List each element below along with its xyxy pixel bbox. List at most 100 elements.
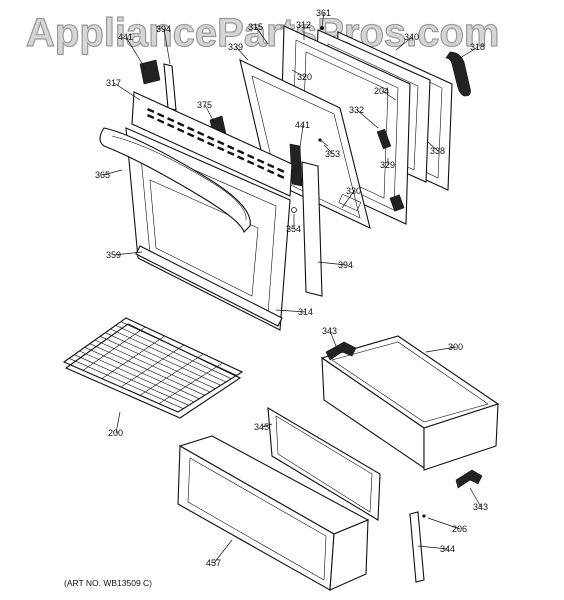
leader-line — [235, 46, 249, 61]
leader-line — [317, 261, 347, 266]
part-number-label: 345 — [254, 422, 269, 432]
part-number-label: 338 — [430, 146, 445, 156]
part-number-label: 359 — [106, 250, 121, 260]
part-number-label: 343 — [322, 326, 337, 336]
part-number-label: 317 — [106, 78, 121, 88]
callout-317: 317 — [106, 78, 141, 101]
callout-394b: 394 — [317, 260, 353, 270]
part-number-label: 200 — [108, 428, 123, 438]
leader-line — [459, 46, 479, 59]
leader-line — [329, 330, 337, 347]
door-support-394-right — [301, 161, 323, 297]
callout-441b: 441 — [295, 120, 310, 149]
callout-338: 338 — [427, 141, 445, 156]
part-number-label: 354 — [286, 224, 301, 234]
callout-353: 353 — [323, 144, 340, 159]
door-handle-365 — [99, 127, 251, 234]
callout-314: 314 — [275, 307, 313, 317]
leader-line — [163, 28, 171, 65]
callout-365: 365 — [95, 169, 123, 180]
part-number-label: 318 — [470, 42, 485, 52]
watermark-text: AppliancePartsPros.com — [26, 11, 500, 55]
drawer-rail-344 — [409, 511, 425, 583]
part-number-label: 353 — [325, 149, 340, 159]
leader-line — [417, 545, 449, 550]
callout-345: 345 — [254, 422, 273, 432]
part-number-label: 340 — [404, 32, 419, 42]
drawer-liner-345 — [267, 406, 381, 521]
part-number-label: 339 — [228, 42, 243, 52]
leader-line — [356, 109, 379, 129]
leader-line — [255, 26, 269, 45]
part-number-label: 365 — [95, 170, 110, 180]
callout-441a: 441 — [118, 32, 147, 71]
door-gasket-318 — [445, 51, 471, 97]
leader-line — [291, 69, 306, 78]
part-number-label: 204 — [374, 86, 389, 96]
callout-330: 330 — [341, 186, 361, 209]
oven-rack-200 — [62, 317, 244, 419]
part-number-label: 344 — [440, 544, 455, 554]
outer-door-panel-314 — [125, 127, 291, 331]
part-number-label: 343 — [473, 502, 488, 512]
leader-line — [427, 517, 461, 530]
part-number-label: 394 — [156, 24, 171, 34]
part-number-label: 315 — [248, 22, 263, 32]
leader-line — [213, 539, 233, 564]
callout-332: 332 — [349, 105, 379, 129]
leader-line — [299, 124, 304, 149]
callout-343a: 343 — [322, 326, 337, 347]
part-number-label: 332 — [349, 105, 364, 115]
leader-line — [321, 12, 325, 27]
callout-354: 354 — [286, 214, 301, 234]
callout-375: 375 — [197, 100, 215, 123]
bracket-441-left — [139, 59, 161, 85]
drawer-side-wall — [423, 403, 499, 471]
leader-line — [395, 36, 413, 51]
leader-line — [275, 309, 307, 313]
outer-door-assembly — [99, 91, 293, 331]
leader-line — [341, 190, 355, 209]
callout-200: 200 — [108, 411, 123, 438]
part-number-label: 314 — [298, 307, 313, 317]
door-bottom-trim-359 — [135, 245, 283, 327]
storage-drawer-300 — [320, 335, 500, 583]
callout-339: 339 — [228, 42, 249, 61]
leader-line — [113, 251, 143, 256]
drawer-slide-343-right — [455, 469, 483, 489]
callout-312: 312 — [296, 20, 311, 40]
callout-361: 361 — [316, 8, 331, 27]
part-number-label: 330 — [346, 186, 361, 196]
door-liner-339 — [239, 59, 371, 229]
leader-line — [125, 36, 147, 71]
part-number-label: 361 — [316, 8, 331, 18]
callout-204: 204 — [374, 86, 397, 101]
callout-206: 206 — [427, 517, 467, 534]
door-support-394-left — [163, 63, 177, 111]
leader-line — [381, 90, 397, 101]
callout-329: 329 — [380, 158, 395, 170]
drawer-slide-343-left — [325, 341, 357, 361]
part-number-label: 206 — [452, 524, 467, 534]
leader-line — [102, 169, 123, 176]
part-number-label: 457 — [206, 558, 221, 568]
leader-line — [425, 346, 457, 353]
callout-359: 359 — [106, 250, 143, 260]
callout-394a: 394 — [156, 24, 171, 65]
part-number-label: 300 — [448, 342, 463, 352]
callout-343b: 343 — [469, 487, 488, 512]
part-number-label: 441 — [118, 32, 133, 42]
art-number: (ART NO. WB13509 C) — [64, 578, 152, 588]
callout-457: 457 — [206, 539, 233, 568]
leader-line — [115, 411, 121, 434]
leader-line — [469, 487, 482, 508]
part-number-label: 441 — [295, 120, 310, 130]
leader-line — [113, 82, 141, 101]
leader-line — [427, 141, 439, 152]
callout-315: 315 — [248, 22, 269, 45]
callout-340: 340 — [395, 32, 419, 51]
callout-300: 300 — [425, 342, 463, 353]
